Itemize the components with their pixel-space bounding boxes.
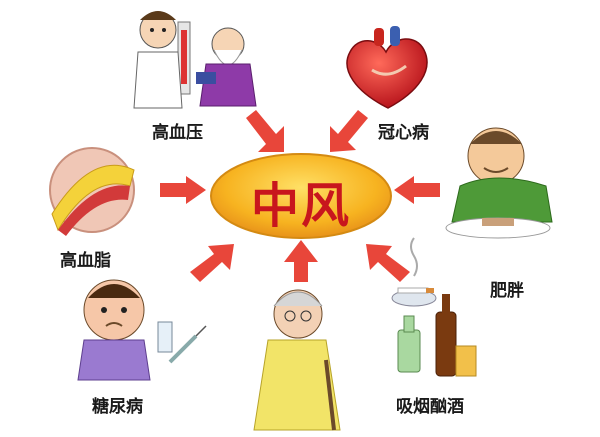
factor-label-hypertension: 高血压	[152, 123, 203, 143]
cigarettes-and-alcohol-icon	[391, 237, 477, 377]
factor-label-hyperlipidemia: 高血脂	[60, 251, 111, 271]
factor-label-obesity: 肥胖	[490, 281, 524, 301]
factor-label-smoking-drinking: 吸烟酗酒	[396, 397, 464, 417]
arrow-from-heart-disease	[330, 110, 368, 152]
arrow-from-hypertension	[246, 110, 284, 152]
doctor-measuring-blood-pressure-icon	[133, 11, 257, 109]
stroke-center-oval	[210, 153, 392, 239]
factor-label-diabetes: 糖尿病	[92, 397, 143, 417]
elderly-woman-with-cane-icon	[253, 289, 341, 431]
arrow-from-smoking-drinking	[366, 244, 410, 282]
sick-child-with-syringe-icon	[77, 279, 207, 381]
clogged-artery-icon	[49, 147, 135, 236]
arrow-from-diabetes	[190, 244, 234, 282]
overweight-man-eating-icon	[445, 127, 553, 239]
stroke-center-label: 中风	[250, 178, 351, 234]
heart-icon	[346, 26, 428, 109]
factor-label-coronary-heart-disease: 冠心病	[378, 123, 429, 143]
arrow-from-hyperlipidemia	[160, 176, 206, 204]
arrow-from-obesity	[394, 176, 440, 204]
arrows	[160, 110, 440, 282]
arrow-from-aging	[284, 240, 318, 282]
